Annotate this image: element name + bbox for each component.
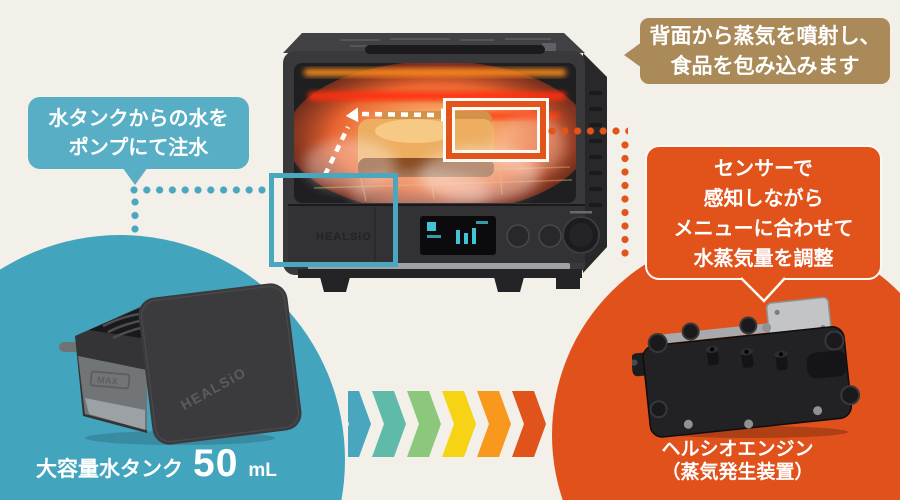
engine-caption: ヘルシオエンジン （蒸気発生装置） [635, 438, 840, 484]
tank-max-label: MAX [96, 375, 119, 388]
tank-clear-reservoir: MAX [78, 356, 147, 430]
steam-callout: 背面から蒸気を噴射し、 食品を包み込みます [640, 18, 890, 84]
chevron-icon [512, 391, 546, 457]
oven-start-button [538, 224, 562, 248]
sensor-callout-line4: 水蒸気量を調整 [693, 248, 834, 270]
engine-caption-line2: （蒸気発生装置） [661, 462, 814, 483]
oven-handle [365, 45, 545, 54]
water-inlet-highlight-frame [269, 173, 398, 267]
oven-cancel-button [506, 224, 530, 248]
engine-photo [632, 296, 861, 438]
chevron-icon [348, 391, 371, 457]
water-tank-photo: MAX HEALSiO [59, 283, 302, 445]
pump-callout-pointer [122, 167, 148, 185]
tank-caption: 大容量水タンク 50 mL [36, 442, 326, 486]
dotted-connector-steam-horizontal [548, 127, 628, 135]
heating-element-mid [308, 92, 566, 100]
sensor-callout: センサーで 感知しながら メニューに合わせて 水蒸気量を調整 [645, 145, 882, 280]
engine-mounts [647, 316, 861, 419]
engine-nozzles [705, 345, 788, 371]
oven-display [420, 216, 496, 255]
engine-right-pocket [806, 350, 848, 379]
sensor-callout-line2: 感知しながら [703, 188, 824, 210]
sensor-callout-line3: メニューに合わせて [673, 218, 854, 240]
steam-callout-line2: 食品を包み込みます [670, 55, 860, 78]
engine-caption-line1: ヘルシオエンジン [661, 439, 814, 460]
steam-mist [304, 115, 566, 203]
chevron-icon [442, 391, 476, 457]
oven-base [298, 269, 582, 278]
oven-side-vents [589, 91, 602, 207]
pump-callout-line1: 水タンクからの水を [48, 108, 229, 130]
chevron-icon [372, 391, 406, 457]
steam-callout-line1: 背面から蒸気を噴射し、 [649, 25, 881, 48]
steam-callout-pointer [624, 42, 642, 68]
chevron-arrows [348, 391, 546, 457]
dotted-connector-pump-horizontal [130, 186, 268, 194]
tank-caption-label: 大容量水タンク [36, 458, 183, 481]
pump-callout: 水タンクからの水を ポンプにて注水 [28, 97, 249, 169]
oven-photo: SHARP [283, 33, 607, 292]
engine-screws [683, 323, 823, 429]
steam-flow-dashed-arrow [322, 111, 436, 176]
sensor-callout-pointer [740, 277, 786, 303]
tank-spout [59, 342, 81, 352]
tank-front-plate: HEALSiO [138, 283, 302, 445]
heating-element-top [304, 69, 566, 76]
steam-zone-highlight-frame [446, 101, 546, 159]
oven-door-label: HEALSiO [316, 231, 372, 243]
tank-capacity-unit: mL [248, 460, 277, 481]
dotted-connector-pump-vertical [131, 198, 139, 240]
sensor-callout-line1: センサーで [714, 158, 813, 180]
dotted-connector-steam-vertical [621, 141, 629, 263]
chevron-icon [407, 391, 441, 457]
tank-capacity-value: 50 [193, 442, 239, 485]
chevron-icon [477, 391, 511, 457]
oven-knob [562, 211, 600, 254]
pump-callout-line2: ポンプにて注水 [68, 137, 209, 159]
engine-body [642, 326, 853, 438]
oven-legs [320, 275, 580, 292]
arrowhead-up-icon [345, 107, 359, 123]
